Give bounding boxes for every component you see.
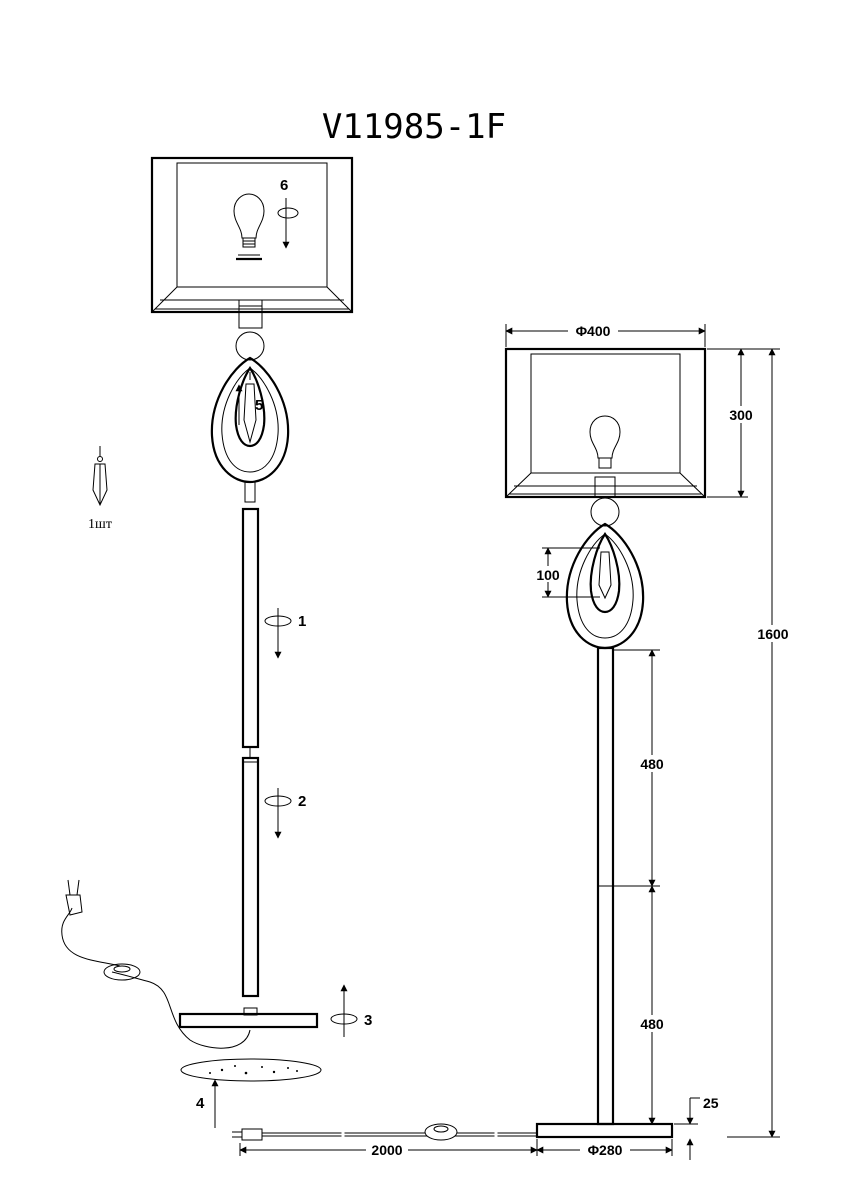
cable-assembled bbox=[232, 1123, 537, 1141]
step-2-indicator: 2 bbox=[264, 788, 306, 839]
model-title: V11985-1F bbox=[322, 107, 506, 147]
step-6-label: 6 bbox=[280, 177, 288, 194]
crystal-length-label: 100 bbox=[536, 567, 560, 583]
step-2-label: 2 bbox=[298, 793, 306, 810]
crystal-quantity: 1шт bbox=[88, 517, 112, 532]
ball-joint-assembled bbox=[590, 497, 620, 527]
shade-diameter-label: Φ400 bbox=[576, 323, 611, 339]
pole-lower-label: 480 bbox=[640, 1016, 664, 1032]
oval-frame-assembled bbox=[565, 522, 645, 650]
dimension-shade-diameter: Φ400 bbox=[505, 322, 706, 347]
dimension-shade-height: 300 bbox=[707, 348, 756, 498]
bulb-icon bbox=[233, 193, 265, 261]
exploded-view: 6 5 1 bbox=[61, 156, 372, 1128]
cable-length-label: 2000 bbox=[371, 1142, 402, 1158]
dimension-base-height: 25 bbox=[674, 1095, 719, 1160]
dimension-base-diameter: Φ280 bbox=[536, 1139, 673, 1158]
step-4-label: 4 bbox=[196, 1095, 205, 1112]
total-height-label: 1600 bbox=[757, 626, 788, 642]
base-height-label: 25 bbox=[703, 1095, 719, 1111]
shade-assembled bbox=[504, 347, 707, 499]
base-diameter-label: Φ280 bbox=[588, 1142, 623, 1158]
dimension-pole-upper: 480 bbox=[614, 649, 667, 887]
step-1-indicator: 1 bbox=[264, 608, 306, 659]
dimension-pole-lower: 480 bbox=[614, 885, 667, 1125]
dimension-total-height: 1600 bbox=[707, 348, 792, 1138]
pole-upper-label: 480 bbox=[640, 756, 664, 772]
step-5-label: 5 bbox=[255, 397, 263, 414]
pole-lower-exploded bbox=[241, 756, 260, 998]
assembled-view: Φ400 300 1600 100 bbox=[232, 322, 792, 1160]
dimension-cable-length: 2000 bbox=[239, 1141, 538, 1158]
bulb-assembled bbox=[589, 415, 621, 459]
base-weight-exploded bbox=[180, 1058, 322, 1082]
step-3-indicator: 3 bbox=[330, 984, 372, 1037]
step-1-label: 1 bbox=[298, 613, 306, 630]
spare-crystal: 1шт bbox=[88, 446, 112, 532]
step-5-indicator: 5 bbox=[235, 384, 263, 425]
pole-upper-exploded bbox=[241, 481, 260, 758]
shade-height-label: 300 bbox=[729, 407, 753, 423]
step-4-indicator: 4 bbox=[196, 1079, 219, 1128]
shade-exploded bbox=[150, 156, 354, 314]
step-3-label: 3 bbox=[364, 1012, 372, 1029]
step-6-indicator: 6 bbox=[277, 177, 299, 249]
base-assembled bbox=[535, 1122, 674, 1139]
dimension-crystal: 100 bbox=[534, 547, 600, 598]
ball-joint-exploded bbox=[235, 331, 265, 361]
power-cable-exploded bbox=[61, 879, 251, 1049]
socket-exploded bbox=[238, 299, 263, 329]
base-plate-exploded bbox=[178, 1012, 319, 1029]
